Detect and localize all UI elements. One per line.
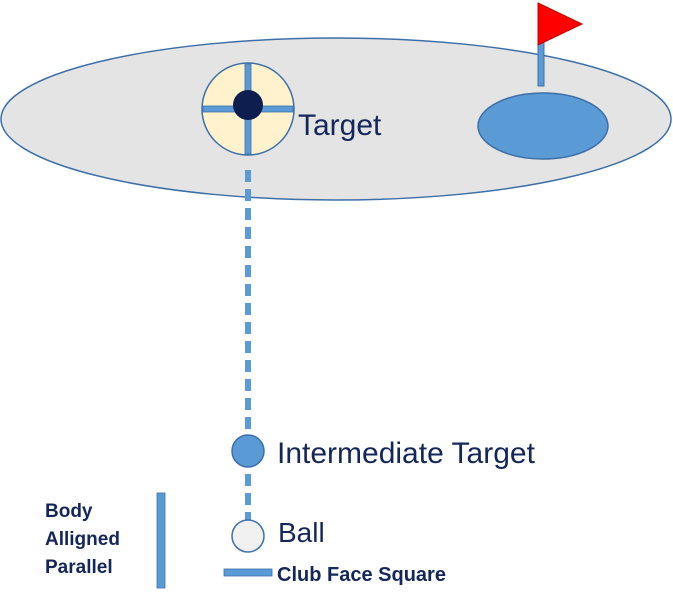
green-surface	[0, 37, 672, 201]
target-crosshair-icon	[201, 62, 295, 156]
body-label-line2: Alligned	[45, 529, 120, 550]
intermediate-target-label: Intermediate Target	[277, 437, 536, 470]
target-label: Target	[298, 109, 382, 142]
intermediate-target-marker	[231, 434, 265, 468]
ball-marker	[231, 519, 265, 553]
body-label-line1: Body	[45, 501, 93, 522]
club-face-bar	[223, 568, 273, 577]
body-alignment-bar	[156, 492, 166, 589]
club-face-label: Club Face Square	[277, 564, 446, 586]
flag-icon	[537, 2, 584, 87]
ball-label: Ball	[278, 517, 325, 548]
body-label-line3: Parallel	[45, 557, 113, 578]
hole-area	[477, 92, 609, 160]
